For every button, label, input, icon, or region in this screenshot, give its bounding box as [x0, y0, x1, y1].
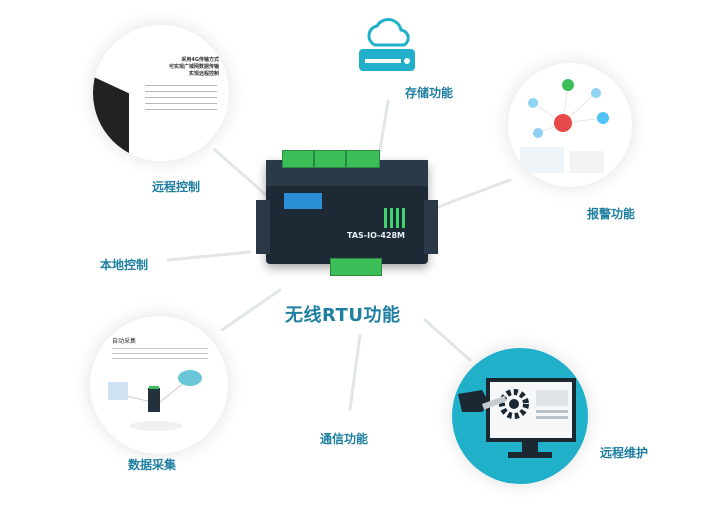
remote-maintenance-label: 远程维护 — [600, 446, 649, 460]
device-model: TAS-IO-428M — [347, 231, 406, 240]
mount-ear-left — [256, 200, 270, 254]
line-alarm — [428, 178, 512, 212]
rtu-device: TAS-IO-428M — [256, 150, 438, 276]
description-text — [145, 85, 217, 111]
mount-ear-right — [424, 200, 438, 254]
terminal-block-bottom — [330, 258, 382, 276]
center-title: 无线RTU功能 — [285, 305, 401, 326]
data-collection-heading: 自动采集 — [112, 338, 137, 345]
remote-control-illustration: 采用4G传输方式 可实现广域网数据传输 实现远程控制 — [93, 25, 229, 161]
data-collection-illustration: 自动采集 — [90, 316, 228, 454]
description-text — [112, 348, 208, 360]
alarm-label: 报警功能 — [587, 207, 636, 221]
communication-label: 通信功能 — [320, 432, 369, 446]
storage-icon — [357, 15, 417, 73]
status-leds — [384, 208, 408, 228]
data-collection-label: 数据采集 — [128, 458, 177, 472]
heading-line-3: 实现远程控制 — [188, 71, 219, 77]
alarm-illustration — [508, 63, 632, 187]
remote-control-label: 远程控制 — [152, 180, 201, 194]
brand-logo — [284, 193, 322, 209]
line-data-collection — [220, 288, 282, 332]
line-remote-control — [213, 148, 268, 197]
storage-label: 存储功能 — [405, 86, 454, 100]
heading-line-1: 采用4G传输方式 — [181, 57, 219, 63]
terminal-block — [282, 150, 314, 168]
remote-maintenance-illustration — [452, 348, 588, 484]
line-local-control — [166, 250, 252, 262]
remote-control-heading: 采用4G传输方式 可实现广域网数据传输 实现远程控制 — [137, 57, 219, 78]
local-control-label: 本地控制 — [100, 258, 149, 272]
line-remote-maintenance — [423, 318, 472, 362]
heading-line-2: 可实现广域网数据传输 — [168, 64, 219, 70]
line-communication — [348, 333, 362, 412]
terminal-block — [314, 150, 346, 168]
terminal-block — [346, 150, 380, 168]
